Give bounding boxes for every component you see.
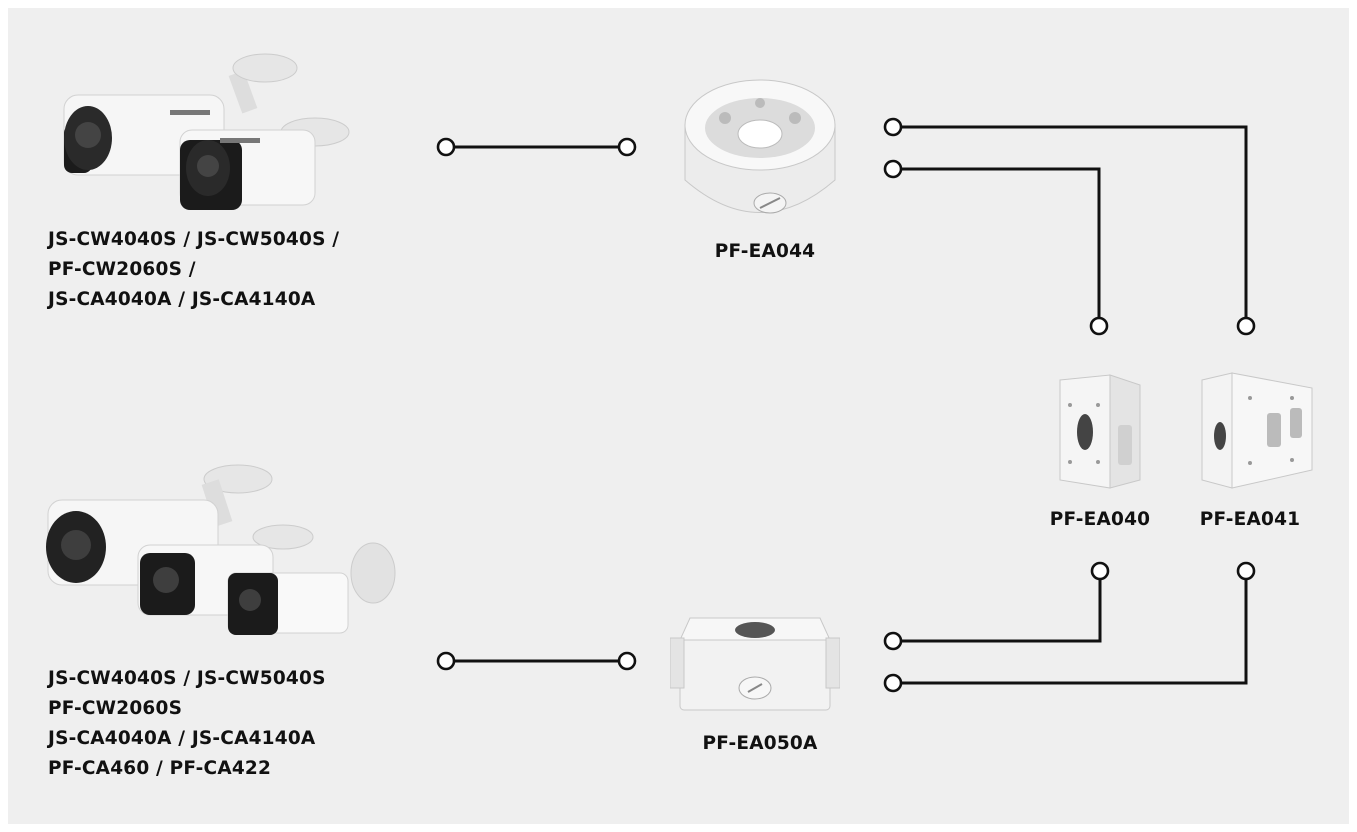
connector-ea044-to-ea040: [893, 167, 1101, 326]
connector-node: [436, 137, 456, 157]
connector-node: [883, 631, 903, 651]
bottom-cameras-label: JS-CW4040S / JS-CW5040S PF-CW2060S JS-CA…: [48, 664, 326, 784]
connector-node: [883, 117, 903, 137]
bottom-cameras-label-line: JS-CW4040S / JS-CW5040S: [48, 668, 326, 689]
square-junction-box-image: [670, 617, 840, 711]
mount-ea040-label: PF-EA040: [1049, 509, 1151, 530]
mount-ea041-label: PF-EA041: [1199, 509, 1301, 530]
top-cameras-label-line: JS-CA4040A / JS-CA4140A: [48, 289, 316, 310]
top-cameras-label-line: JS-CW4040S / JS-CW5040S /: [48, 229, 340, 250]
connector-node: [1236, 561, 1256, 581]
top-cameras-label-line: PF-CW2060S /: [48, 259, 196, 280]
junction-box-ea050a-label: PF-EA050A: [702, 733, 818, 754]
junction-box-ea044-label: PF-EA044: [714, 241, 816, 262]
connector-node: [436, 651, 456, 671]
connector-ea050a-to-ea040: [893, 571, 1102, 643]
connector-node: [1236, 316, 1256, 336]
connector-node: [617, 651, 637, 671]
connector-node: [883, 673, 903, 693]
bottom-cameras-label-line: PF-CW2060S: [48, 698, 183, 719]
pole-mount-ea040-image: [1059, 374, 1141, 489]
connector-node: [1089, 316, 1109, 336]
bullet-cameras-image-top: [63, 53, 350, 210]
bullet-cameras-image-bottom: [46, 464, 396, 635]
bottom-cameras-label-line: JS-CA4040A / JS-CA4140A: [48, 728, 316, 749]
top-cameras-label: JS-CW4040S / JS-CW5040S / PF-CW2060S / J…: [48, 225, 339, 315]
bottom-cameras-label-line: PF-CA460 / PF-CA422: [48, 758, 272, 779]
round-junction-box-image: [684, 79, 836, 214]
connector-ea044-to-ea041: [893, 125, 1248, 326]
connector-ea050a-to-ea041: [893, 571, 1248, 685]
connector-node: [617, 137, 637, 157]
connector-node: [883, 159, 903, 179]
connector-node: [1090, 561, 1110, 581]
corner-mount-ea041-image: [1201, 372, 1313, 489]
